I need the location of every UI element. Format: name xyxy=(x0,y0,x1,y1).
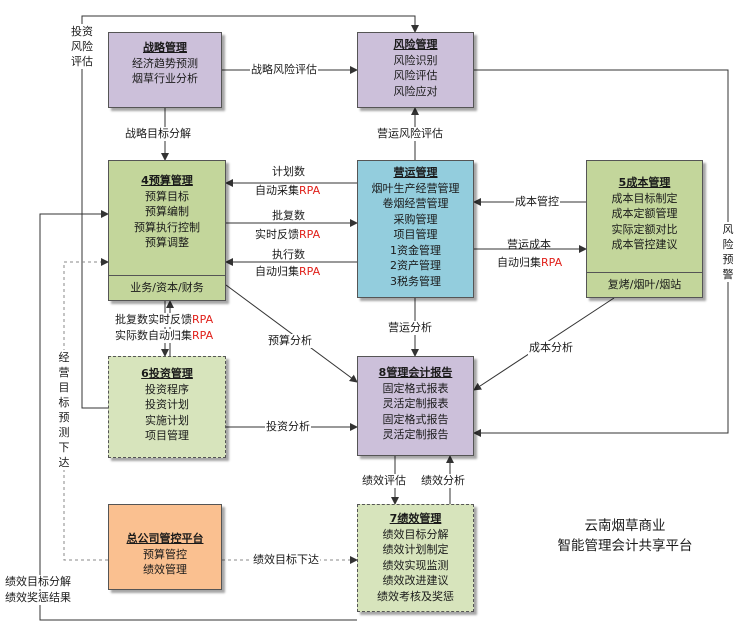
hq-control-platform-box[interactable]: 总公司管控平台 预算管控 绩效管理 xyxy=(108,504,222,590)
operation-item: 3税务管理 xyxy=(390,274,441,288)
label-operating-risk-eval: 营运风险评估 xyxy=(376,127,444,141)
report-item: 固定格式报表 xyxy=(382,381,449,395)
cost-item: 成本定额管理 xyxy=(611,207,678,220)
arrow-invest-risk-eval xyxy=(81,15,419,409)
cost-item: 成本目标制定 xyxy=(611,191,678,205)
operation-item: 卷烟经营管理 xyxy=(382,197,449,210)
label-perf-analysis: 绩效分析 xyxy=(420,474,466,488)
risk-item: 风险评估 xyxy=(393,69,438,82)
label-actual-auto-collect: 实际数自动归集RPA xyxy=(114,329,215,343)
report-item: 固定格式报告 xyxy=(382,412,449,426)
investment-management-box[interactable]: 6投资管理 投资程序 投资计划 实施计划 项目管理 xyxy=(108,356,226,458)
label-plan-number: 计划数 xyxy=(272,165,305,178)
operation-item: 2资产管理 xyxy=(390,259,441,272)
label-strategic-goal-decomp: 战略目标分解 xyxy=(124,127,192,141)
brand-line-2: 智能管理会计共享平台 xyxy=(557,538,693,554)
performance-item: 绩效实现监测 xyxy=(382,558,449,572)
strategy-item: 经济趋势预测 xyxy=(132,56,198,70)
performance-item: 绩效考核及奖惩 xyxy=(377,589,454,603)
arrow-budget-to-report xyxy=(225,284,358,383)
label-strategic-risk-eval: 战略风险评估 xyxy=(250,63,318,77)
budget-title: 4预算管理 xyxy=(141,174,193,187)
budget-item: 预算编制 xyxy=(145,205,189,218)
performance-title: 7绩效管理 xyxy=(389,512,442,525)
cost-title: 5成本管理 xyxy=(618,176,671,189)
budget-footer: 业务/资本/财务 xyxy=(109,275,225,300)
operation-title: 营运管理 xyxy=(393,166,438,179)
operation-item: 项目管理 xyxy=(393,228,438,241)
risk-management-box[interactable]: 风险管理 风险识别 风险评估 风险应对 xyxy=(357,32,474,108)
management-accounting-report-box[interactable]: 8管理会计报告 固定格式报表 灵活定制报表 固定格式报告 灵活定制报告 xyxy=(357,356,474,456)
label-approved-number: 批复数 xyxy=(272,209,305,222)
brand-line-1: 云南烟草商业 xyxy=(584,518,666,534)
cost-item: 实际定额对比 xyxy=(611,222,678,236)
label-approved-realtime-feedback: 批复数实时反馈RPA xyxy=(114,313,215,327)
label-exec-number: 执行数 xyxy=(272,248,305,261)
hq-item: 预算管控 xyxy=(143,547,187,561)
operation-item: 采购管理 xyxy=(393,212,438,226)
label-budget-analysis: 预算分析 xyxy=(267,334,313,348)
performance-item: 绩效计划制定 xyxy=(382,543,449,556)
label-investment-analysis: 投资分析 xyxy=(265,420,311,434)
investment-item: 实施计划 xyxy=(145,413,189,427)
operation-item: 1资金管理 xyxy=(390,243,441,257)
investment-item: 项目管理 xyxy=(145,429,189,442)
risk-item: 风险应对 xyxy=(393,84,438,98)
label-perf-reward-result: 绩效奖惩结果 xyxy=(4,591,72,605)
cost-management-box[interactable]: 5成本管理 成本目标制定 成本定额管理 实际定额对比 成本管控建议 复烤/烟叶/… xyxy=(586,160,703,298)
label-operating-cost: 营运成本 xyxy=(507,238,551,251)
label-perf-evaluation: 绩效评估 xyxy=(361,474,407,488)
label-operating-analysis: 营运分析 xyxy=(387,321,433,335)
investment-title: 6投资管理 xyxy=(141,367,193,380)
operation-item: 烟叶生产经营管理 xyxy=(371,181,460,195)
label-operating-cost-collect: 自动归集RPA xyxy=(497,256,563,269)
label-invest-risk-eval: 投资 风险 评估 xyxy=(70,24,94,69)
operation-management-box[interactable]: 营运管理 烟叶生产经营管理 卷烟经营管理 采购管理 项目管理 1资金管理 2资产… xyxy=(357,160,474,298)
report-title: 8管理会计报告 xyxy=(378,366,453,379)
performance-management-box[interactable]: 7绩效管理 绩效目标分解 绩效计划制定 绩效实现监测 绩效改进建议 绩效考核及奖… xyxy=(357,504,474,612)
budget-item: 预算调整 xyxy=(145,236,189,249)
platform-brand: 云南烟草商业 智能管理会计共享平台 xyxy=(525,516,725,556)
investment-item: 投资计划 xyxy=(145,398,189,411)
cost-footer: 复烤/烟叶/烟站 xyxy=(587,272,702,297)
report-item: 灵活定制报表 xyxy=(382,397,449,410)
label-risk-warning: 风 险 预 警 xyxy=(721,222,735,282)
investment-item: 投资程序 xyxy=(145,382,189,396)
strategy-management-box[interactable]: 战略管理 经济趋势预测 烟草行业分析 xyxy=(108,32,222,108)
cost-item: 成本管控建议 xyxy=(611,238,678,251)
budget-management-box[interactable]: 4预算管理 预算目标 预算编制 预算执行控制 预算调整 业务/资本/财务 xyxy=(108,160,226,301)
label-perf-goal-down: 绩效目标下达 xyxy=(252,553,320,567)
strategy-item: 烟草行业分析 xyxy=(132,72,198,85)
arrow-perf-to-budget xyxy=(39,210,357,621)
hq-item: 绩效管理 xyxy=(143,563,187,576)
label-perf-goal-decomp: 绩效目标分解 xyxy=(4,575,72,589)
label-operating-goal-forecast: 经 营 目 标 预 测 下 达 xyxy=(57,350,71,470)
label-approved-realtime: 实时反馈RPA xyxy=(255,228,321,241)
performance-item: 绩效目标分解 xyxy=(382,527,449,541)
budget-item: 预算目标 xyxy=(145,189,189,203)
risk-title: 风险管理 xyxy=(393,38,438,51)
label-cost-control: 成本管控 xyxy=(514,195,560,209)
strategy-title: 战略管理 xyxy=(143,41,187,54)
label-exec-auto-collect: 自动归集RPA xyxy=(255,265,321,278)
label-plan-auto-collect: 自动采集RPA xyxy=(255,184,321,197)
label-cost-analysis: 成本分析 xyxy=(528,341,574,355)
hq-title: 总公司管控平台 xyxy=(126,532,204,545)
budget-item: 预算执行控制 xyxy=(134,220,200,234)
performance-item: 绩效改进建议 xyxy=(382,574,449,587)
risk-item: 风险识别 xyxy=(393,53,438,67)
report-item: 灵活定制报告 xyxy=(382,428,449,441)
